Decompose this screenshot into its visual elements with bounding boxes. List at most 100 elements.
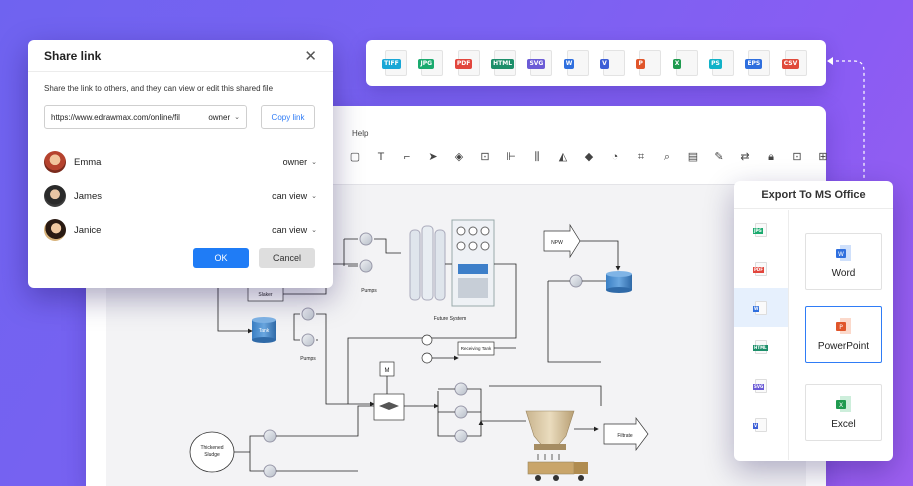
- svg-text:W: W: [838, 251, 844, 258]
- export-ms-office-panel: Export To MS Office JPG PDF W HTML SVG V…: [734, 181, 893, 461]
- svg-text:P: P: [839, 324, 843, 331]
- user-permission-select[interactable]: can view: [272, 225, 308, 235]
- eps-file-icon[interactable]: EPS: [745, 50, 771, 76]
- copy-link-button[interactable]: Copy link: [261, 105, 315, 129]
- avatar-emma: [44, 151, 66, 173]
- connector-arrow: [827, 57, 865, 180]
- connector-icon[interactable]: ⌐: [403, 151, 411, 163]
- jpg-file-icon: JPG: [753, 222, 767, 237]
- word-file-icon: W: [753, 300, 767, 315]
- cancel-button[interactable]: Cancel: [259, 248, 315, 268]
- line-style-icon[interactable]: ◔: [611, 151, 619, 163]
- powerpoint-file-icon[interactable]: P: [636, 50, 662, 76]
- user-permission-select[interactable]: can view: [272, 191, 308, 201]
- pump-group-1: [359, 232, 373, 273]
- user-row-janice: Janice can view ⌄: [44, 213, 317, 247]
- search-icon[interactable]: ⌕: [663, 151, 671, 163]
- future-system-label: Future System: [434, 316, 467, 322]
- excel-icon: X: [835, 396, 851, 412]
- powerpoint-label: PowerPoint: [817, 341, 870, 352]
- close-icon[interactable]: ✕: [304, 47, 317, 65]
- format-painter-icon[interactable]: ▤: [687, 151, 699, 163]
- ps-file-icon[interactable]: PS: [709, 50, 735, 76]
- filtrate-arrow-shape: [603, 416, 649, 452]
- thickened-sludge-label-2: Sludge: [204, 452, 220, 458]
- crop-icon[interactable]: ⌗: [637, 151, 645, 163]
- receiving-tank-box: [457, 341, 495, 356]
- html-file-icon[interactable]: HTML: [491, 50, 517, 76]
- html-file-icon: HTML: [753, 339, 768, 354]
- chevron-down-icon[interactable]: ⌄: [311, 159, 317, 166]
- user-name: Emma: [74, 156, 102, 168]
- export-powerpoint-card[interactable]: P PowerPoint: [805, 306, 882, 363]
- ok-button[interactable]: OK: [193, 248, 249, 268]
- side-item-jpg[interactable]: JPG: [734, 210, 788, 249]
- chevron-down-icon[interactable]: ⌄: [311, 193, 317, 200]
- user-name: James: [74, 190, 102, 202]
- align-icon[interactable]: ⊩: [506, 151, 516, 163]
- tiff-file-icon[interactable]: TIFF: [382, 50, 408, 76]
- word-icon: W: [835, 245, 851, 261]
- user-name: Janice: [74, 224, 102, 236]
- rectangle-icon[interactable]: ▢: [349, 151, 361, 163]
- visio-file-icon: V: [753, 417, 767, 432]
- side-item-visio[interactable]: V: [734, 405, 788, 444]
- truck-shape: [527, 461, 588, 481]
- pointer-icon[interactable]: ➤: [428, 151, 438, 163]
- share-link-dialog: Share link ✕ Share the link to others, a…: [28, 40, 333, 288]
- side-item-pdf[interactable]: PDF: [734, 249, 788, 288]
- screenshot-icon[interactable]: ⊡: [792, 151, 802, 163]
- pen-icon[interactable]: ✎: [714, 151, 724, 163]
- export-panel-title: Export To MS Office: [734, 181, 893, 209]
- csv-file-icon[interactable]: CSV: [781, 50, 807, 76]
- distribute-icon[interactable]: ⫼: [534, 151, 540, 163]
- pdf-file-icon[interactable]: PDF: [454, 50, 480, 76]
- layers-icon[interactable]: ◈: [454, 151, 464, 163]
- motor-label: M: [385, 368, 390, 374]
- fill-color-icon[interactable]: ◆: [584, 151, 594, 163]
- chevron-down-icon[interactable]: ⌄: [311, 227, 317, 234]
- pump-group-2: [301, 307, 315, 347]
- line-arrow-icon[interactable]: ⇄: [740, 151, 750, 163]
- share-link-field[interactable]: https://www.edrawmax.com/online/fil owne…: [44, 105, 247, 129]
- user-permission-select[interactable]: owner: [282, 157, 308, 167]
- visio-file-icon[interactable]: V: [600, 50, 626, 76]
- export-excel-card[interactable]: X Excel: [805, 384, 882, 441]
- pumps-label-1: Pumps: [361, 288, 377, 294]
- share-link-url[interactable]: https://www.edrawmax.com/online/fil: [51, 112, 180, 122]
- pumps-label-2: Pumps: [300, 356, 316, 362]
- share-description: Share the link to others, and they can v…: [44, 84, 274, 93]
- storage-tank-shape: [606, 271, 632, 293]
- menu-help[interactable]: Help: [352, 129, 369, 138]
- svg-text:X: X: [838, 402, 842, 409]
- excel-label: Excel: [831, 419, 856, 430]
- side-item-word[interactable]: W: [734, 288, 788, 327]
- lock-icon[interactable]: 🔒︎: [768, 151, 774, 163]
- side-item-svg[interactable]: SVG: [734, 366, 788, 405]
- excel-file-icon[interactable]: X: [672, 50, 698, 76]
- npw-label: NPW: [551, 240, 563, 246]
- powerpoint-icon: P: [835, 318, 851, 334]
- future-system-equipment: [409, 219, 495, 307]
- share-dialog-header: Share link ✕: [28, 40, 333, 72]
- export-word-card[interactable]: W Word: [805, 233, 882, 290]
- word-label: Word: [831, 268, 856, 279]
- svg-file-icon[interactable]: SVG: [527, 50, 553, 76]
- receiving-tank-label: Receiving Tank: [461, 346, 492, 351]
- jpg-file-icon[interactable]: JPG: [418, 50, 444, 76]
- chevron-down-icon[interactable]: ⌄: [234, 114, 240, 121]
- flip-icon[interactable]: ◭: [558, 151, 568, 163]
- user-row-emma: Emma owner ⌄: [44, 145, 317, 179]
- word-file-icon[interactable]: W: [563, 50, 589, 76]
- filtrate-label: Filtrate: [617, 433, 633, 439]
- dialog-buttons: OK Cancel: [193, 248, 315, 268]
- npw-arrow-shape: [543, 223, 581, 259]
- link-permission-select[interactable]: owner: [208, 112, 231, 122]
- toolbar: ▢ T ⌐ ➤ ◈ ⊡ ⊩ ⫼ ◭ ◆ ◔ ⌗ ⌕ ▤ ✎ ⇄ 🔒︎ ⊡ ⊞: [348, 148, 830, 166]
- group-icon[interactable]: ⊡: [480, 151, 490, 163]
- side-item-html[interactable]: HTML: [734, 327, 788, 366]
- text-tool-icon[interactable]: T: [377, 151, 385, 163]
- user-row-james: James can view ⌄: [44, 179, 317, 213]
- link-row: https://www.edrawmax.com/online/fil owne…: [44, 105, 317, 129]
- more-options-icon[interactable]: ⊞: [818, 151, 828, 163]
